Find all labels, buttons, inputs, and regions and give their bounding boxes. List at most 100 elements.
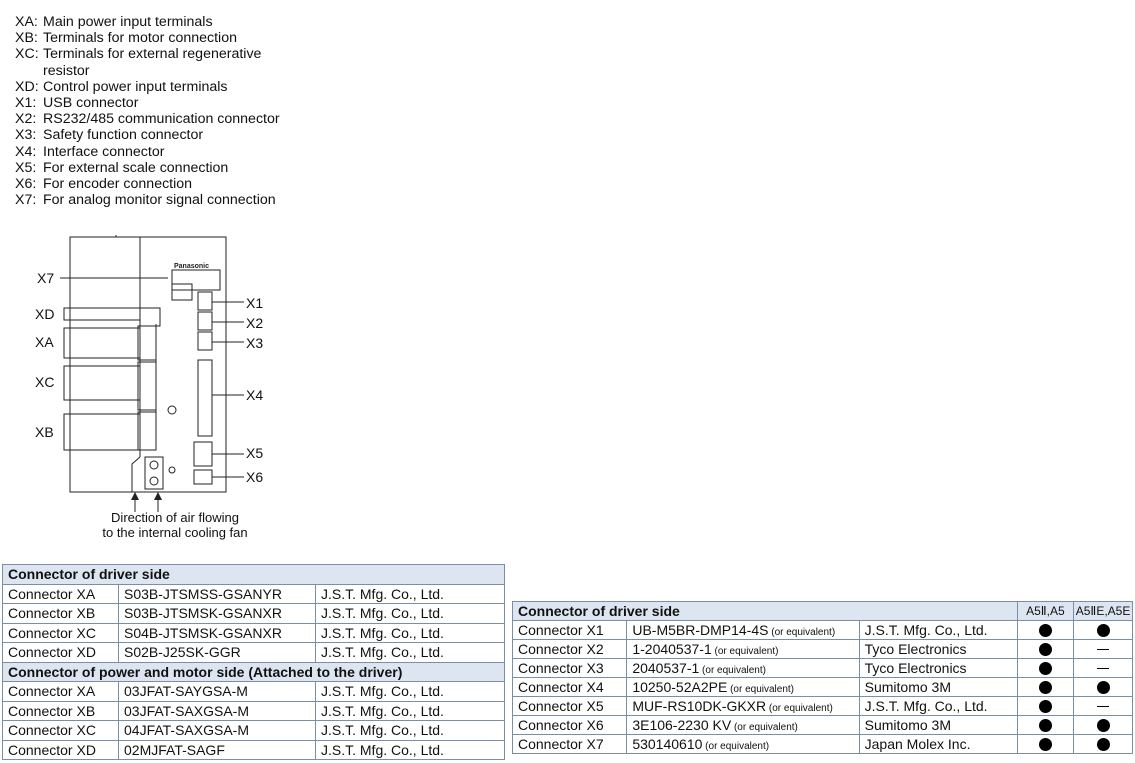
part-number: MUF-RS10DK-GKXR (or equivalent) [626, 696, 860, 716]
equivalent-note: (or equivalent) [711, 646, 779, 657]
supported-mark [1016, 639, 1075, 659]
legend-text: RS232/485 communication connector [43, 111, 280, 128]
equivalent-note: (or equivalent) [768, 627, 836, 638]
filled-circle-icon [1038, 681, 1052, 695]
equivalent-note: (or equivalent) [731, 722, 798, 733]
legend-text: Terminals for motor connection [43, 30, 237, 47]
label-x7: X7 [37, 270, 55, 286]
connector-name: Connector X4 [511, 677, 628, 697]
filled-circle-icon [1038, 662, 1052, 676]
part-number: 2040537-1 (or equivalent) [626, 658, 860, 678]
connector-name: Connector X1 [511, 620, 628, 640]
legend-item: XA:Main power input terminals [15, 14, 280, 30]
legend-key: XA: [15, 14, 38, 30]
legend-item: X4:Interface connector [15, 144, 280, 160]
part-number: S03B-JTSMSS-GSANYR [118, 583, 316, 604]
label-x2: X2 [246, 315, 264, 331]
caption-line-2: to the internal cooling fan [102, 525, 248, 540]
equivalent-note: (or equivalent) [766, 703, 833, 714]
legend-key: X3: [15, 127, 37, 144]
part-number: S03B-JTSMSK-GSANXR [118, 603, 316, 624]
connector-name: Connector X6 [511, 715, 628, 735]
legend-text: Safety function connector [43, 127, 204, 144]
legend-key: X2: [15, 111, 37, 128]
airflow-caption: Direction of air flowing to the internal… [75, 510, 275, 540]
legend-text-continued: resistor [43, 62, 90, 79]
part-code: 10250-52A2PE [632, 679, 728, 695]
not-supported-mark [1073, 658, 1133, 678]
supported-mark [1016, 620, 1075, 640]
part-number: 02MJFAT-SAGF [118, 739, 316, 760]
label-x3: X3 [246, 335, 264, 351]
connector-name: Connector XA [2, 681, 119, 702]
supported-mark [1016, 734, 1075, 754]
equivalent-note: (or equivalent) [699, 665, 766, 676]
table-header: Connector of power and motor side (Attac… [2, 661, 505, 682]
manufacturer: Japan Molex Inc. [858, 734, 1018, 754]
manufacturer: J.S.T. Mfg. Co., Ltd. [858, 620, 1018, 640]
manufacturer: J.S.T. Mfg. Co., Ltd. [315, 583, 505, 604]
caption-line-1: Direction of air flowing [111, 510, 239, 525]
part-number: 10250-52A2PE (or equivalent) [626, 677, 860, 697]
connector-name: Connector XB [2, 700, 119, 721]
connector-name: Connector X2 [511, 639, 628, 659]
manufacturer: Sumitomo 3M [858, 677, 1018, 697]
connector-name: Connector XB [2, 603, 119, 624]
connector-name: Connector XA [2, 583, 119, 604]
manufacturer: J.S.T. Mfg. Co., Ltd. [315, 681, 505, 702]
legend-text: Control power input terminals [43, 78, 228, 95]
label-xc: XC [35, 374, 55, 390]
manufacturer: J.S.T. Mfg. Co., Ltd. [315, 622, 505, 643]
part-number: 03JFAT-SAXGSA-M [118, 700, 316, 721]
supported-mark [1073, 620, 1133, 640]
manufacturer: Sumitomo 3M [858, 715, 1018, 735]
supported-mark [1016, 715, 1075, 735]
part-number: 04JFAT-SAXGSA-M [118, 720, 316, 741]
brand-logo: Panasonic [174, 263, 209, 270]
legend-key: X6: [15, 176, 37, 193]
column-a5: A5Ⅱ,A5 [1016, 601, 1075, 621]
connector-name: Connector X5 [511, 696, 628, 716]
legend-key: XD: [15, 78, 39, 95]
legend-item: X5:For external scale connection [15, 160, 280, 176]
label-xa: XA [35, 334, 54, 350]
part-code: 530140610 [632, 736, 703, 752]
manufacturer: J.S.T. Mfg. Co., Ltd. [315, 720, 505, 741]
dash-icon [1097, 706, 1110, 708]
connector-name: Connector X7 [511, 734, 628, 754]
column-a5e: A5ⅡE,A5E [1073, 601, 1133, 621]
connector-name: Connector XD [2, 642, 119, 663]
not-supported-mark [1073, 696, 1133, 716]
connector-name: Connector X3 [511, 658, 628, 678]
filled-circle-icon [1096, 738, 1110, 752]
legend-text: For encoder connection [43, 176, 193, 193]
legend-item: XB:Terminals for motor connection [15, 30, 280, 46]
legend-item: XC:Terminals for external regenerative [15, 46, 280, 62]
part-number: UB-M5BR-DMP14-4S (or equivalent) [626, 620, 860, 640]
dash-icon [1097, 649, 1110, 651]
filled-circle-icon [1038, 700, 1052, 714]
filled-circle-icon [1038, 643, 1052, 657]
part-number: 3E106-2230 KV (or equivalent) [626, 715, 860, 735]
manufacturer: J.S.T. Mfg. Co., Ltd. [315, 642, 505, 663]
legend-text: For analog monitor signal connection [43, 192, 276, 209]
manufacturer: Tyco Electronics [858, 639, 1018, 659]
manufacturer: J.S.T. Mfg. Co., Ltd. [315, 700, 505, 721]
